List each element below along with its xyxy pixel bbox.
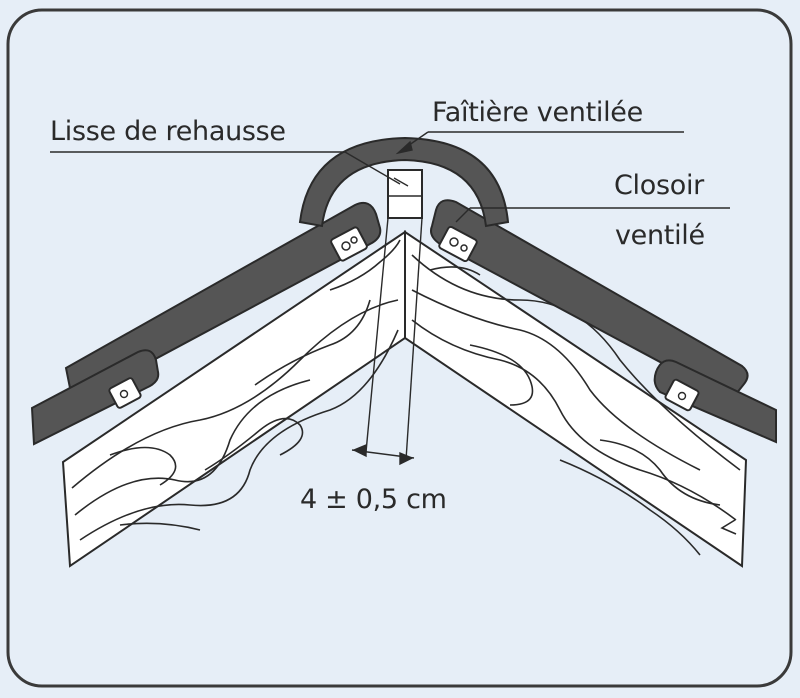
label-closoir-line1: Closoir <box>614 170 704 201</box>
dimension-lines <box>351 217 423 466</box>
tile-nib-left <box>108 377 142 409</box>
closoir-left <box>330 226 368 262</box>
label-faitiere-ventilee: Faîtière ventilée <box>432 97 643 128</box>
label-lisse-de-rehausse: Lisse de rehausse <box>50 116 286 147</box>
rafter-right <box>404 230 748 568</box>
closoir-right <box>438 225 478 263</box>
ridge-cap <box>298 136 510 228</box>
rafter-left <box>61 230 406 568</box>
diagram-frame <box>6 8 793 688</box>
tile-nib-right <box>664 378 700 412</box>
label-dimension: 4 ± 0,5 cm <box>300 484 447 515</box>
leader-lines <box>50 131 730 223</box>
label-closoir-line2: ventilé <box>615 220 705 251</box>
tile-left-lower <box>30 349 160 446</box>
ridge-batten <box>387 169 423 219</box>
tile-right-lower <box>653 359 777 444</box>
